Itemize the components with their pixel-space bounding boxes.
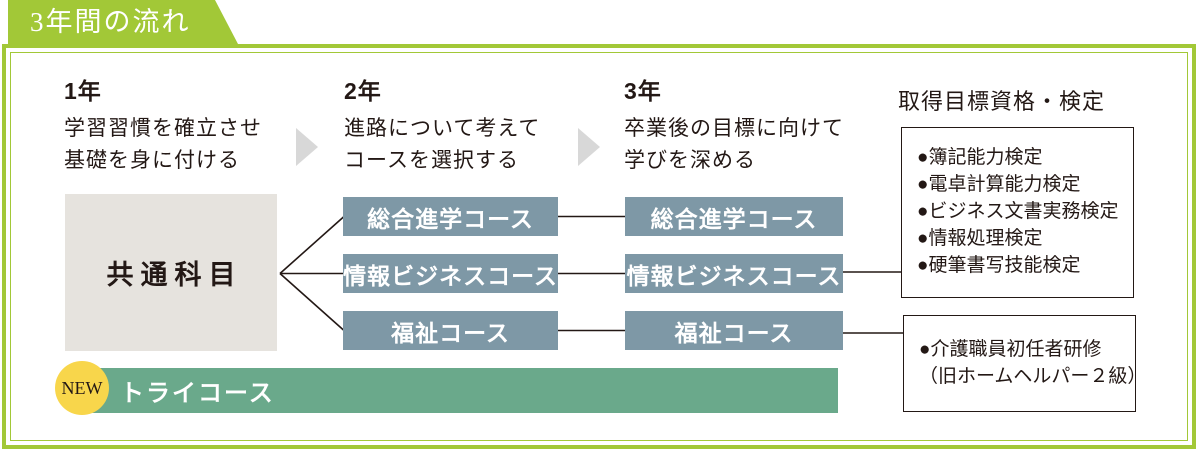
section-title: 3年間の流れ (30, 7, 191, 37)
qualification-item: ●硬筆書写技能検定 (917, 255, 1081, 276)
qualifications-list-box: ●簿記能力検定 ●電卓計算能力検定 ●ビジネス文書実務検定 ●情報処理検定 ●硬… (901, 127, 1134, 298)
qualification-item: ●簿記能力検定 (917, 147, 1043, 168)
inner-frame-line (10, 52, 1188, 441)
course-box-y3-welfare: 福祉コース (625, 311, 843, 350)
year3-desc-line2: 学びを深める (624, 148, 756, 172)
qualification-item: （旧ホームヘルパー２級） (919, 366, 1147, 387)
year2-column: 2年 進路について考えて コースを選択する (344, 72, 540, 176)
arrow-right-icon (578, 128, 600, 166)
try-course-label: トライコース (120, 380, 275, 407)
year1-column: 1年 学習習慣を確立させ 基礎を身に付ける (64, 72, 262, 176)
course-box-y3-general: 総合進学コース (625, 197, 843, 236)
course-box-y2-welfare: 福祉コース (343, 311, 558, 350)
common-subjects-label: 共通科目 (106, 260, 243, 290)
course-box-y3-business: 情報ビジネスコース (625, 254, 843, 293)
year1-heading: 1年 (64, 78, 102, 104)
qualification-item: ●電卓計算能力検定 (917, 174, 1081, 195)
year1-desc-line2: 基礎を身に付ける (64, 148, 240, 172)
year2-desc-line2: コースを選択する (344, 148, 519, 172)
section-banner: 3年間の流れ (8, 0, 238, 44)
year3-column: 3年 卒業後の目標に向けて 学びを深める (624, 72, 844, 176)
year2-heading: 2年 (344, 78, 382, 104)
qualification-item: ●ビジネス文書実務検定 (917, 201, 1119, 222)
qualifications-title: 取得目標資格・検定 (898, 89, 1106, 114)
try-course-bar: トライコース (78, 368, 838, 413)
arrow-right-icon (296, 128, 318, 166)
new-badge: NEW (55, 361, 109, 415)
welfare-qualification-box: ●介護職員初任者研修 （旧ホームヘルパー２級） (903, 315, 1147, 412)
year3-heading: 3年 (624, 78, 662, 104)
course-box-y2-general: 総合進学コース (343, 197, 558, 236)
year1-desc-line1: 学習習慣を確立させ (64, 116, 262, 140)
common-subjects-box: 共通科目 (65, 194, 277, 351)
year3-desc-line1: 卒業後の目標に向けて (624, 116, 844, 140)
qualification-item: ●情報処理検定 (917, 228, 1043, 249)
qualification-item: ●介護職員初任者研修 (919, 339, 1102, 360)
outer-frame (2, 44, 1196, 449)
year2-desc-line1: 進路について考えて (344, 116, 541, 140)
course-box-y2-business: 情報ビジネスコース (343, 254, 558, 293)
